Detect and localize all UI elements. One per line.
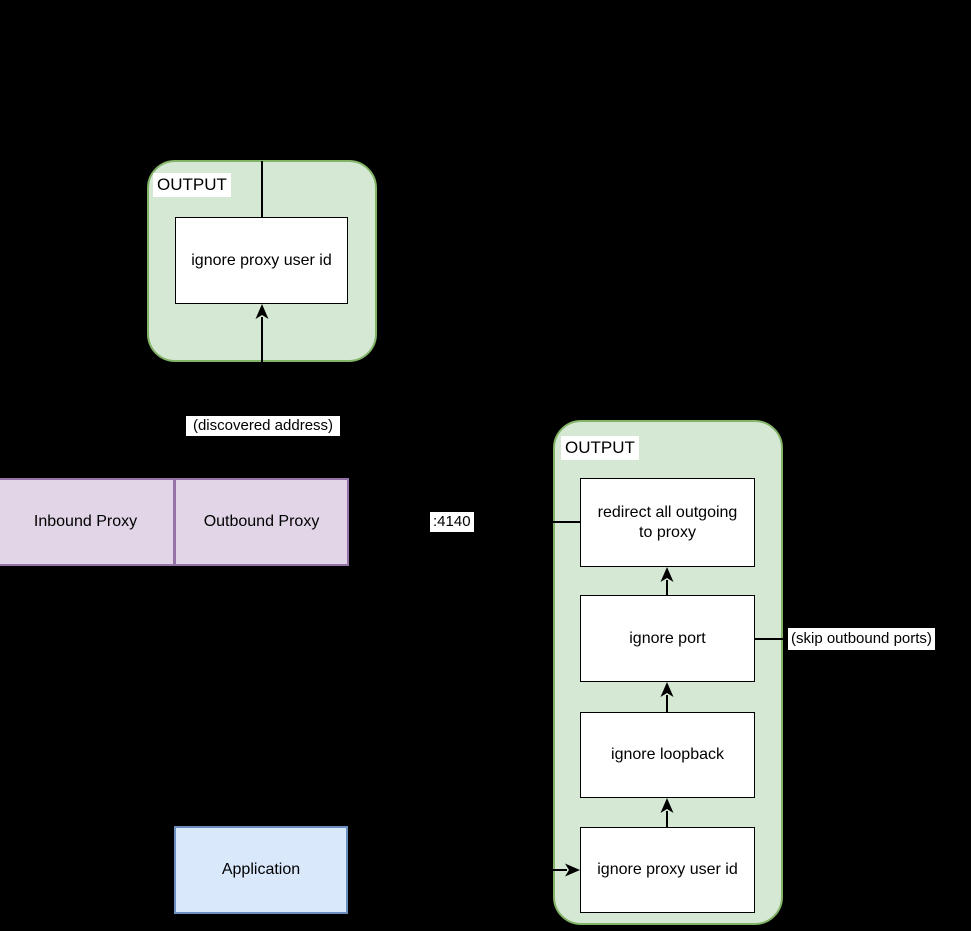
arrowhead-up-icon bbox=[660, 567, 674, 582]
arrowhead-up-icon bbox=[255, 304, 269, 319]
arrowhead-up-icon bbox=[660, 798, 674, 813]
arrowhead-up-icon bbox=[660, 682, 674, 697]
output-group-top-label: OUTPUT bbox=[153, 173, 231, 197]
node-ignore-loopback: ignore loopback bbox=[580, 712, 755, 798]
node-ignore-proxy-user-id-top: ignore proxy user id bbox=[175, 217, 348, 304]
node-application: Application bbox=[174, 826, 348, 914]
connector-ignore-port-to-redirect bbox=[666, 580, 668, 595]
connector-ignore-proxy-user-id-to-ignore-loopback bbox=[666, 811, 668, 827]
node-ignore-proxy-user-id-right: ignore proxy user id bbox=[580, 827, 755, 913]
node-ignore-port: ignore port bbox=[580, 595, 755, 682]
connector-top-group-arrow-line bbox=[261, 317, 263, 362]
node-outbound-proxy: Outbound Proxy bbox=[174, 478, 349, 566]
connector-ignore-port-to-skip-label bbox=[755, 638, 788, 640]
node-redirect-all-outgoing-to-proxy: redirect all outgoing to proxy bbox=[580, 478, 755, 567]
annotation-skip-outbound-ports: (skip outbound ports) bbox=[788, 628, 935, 650]
arrowhead-right-icon bbox=[565, 863, 580, 877]
annotation-discovered-address: (discovered address) bbox=[186, 416, 340, 436]
annotation-port-4140: :4140 bbox=[430, 512, 474, 532]
connector-left-into-ignore-proxy-user-id bbox=[553, 869, 567, 871]
node-inbound-proxy: Inbound Proxy bbox=[0, 478, 175, 566]
connector-top-group-inlet bbox=[261, 161, 263, 217]
connector-ignore-loopback-to-ignore-port bbox=[666, 695, 668, 712]
connector-left-into-redirect bbox=[553, 521, 580, 523]
output-group-right-label: OUTPUT bbox=[561, 436, 639, 460]
